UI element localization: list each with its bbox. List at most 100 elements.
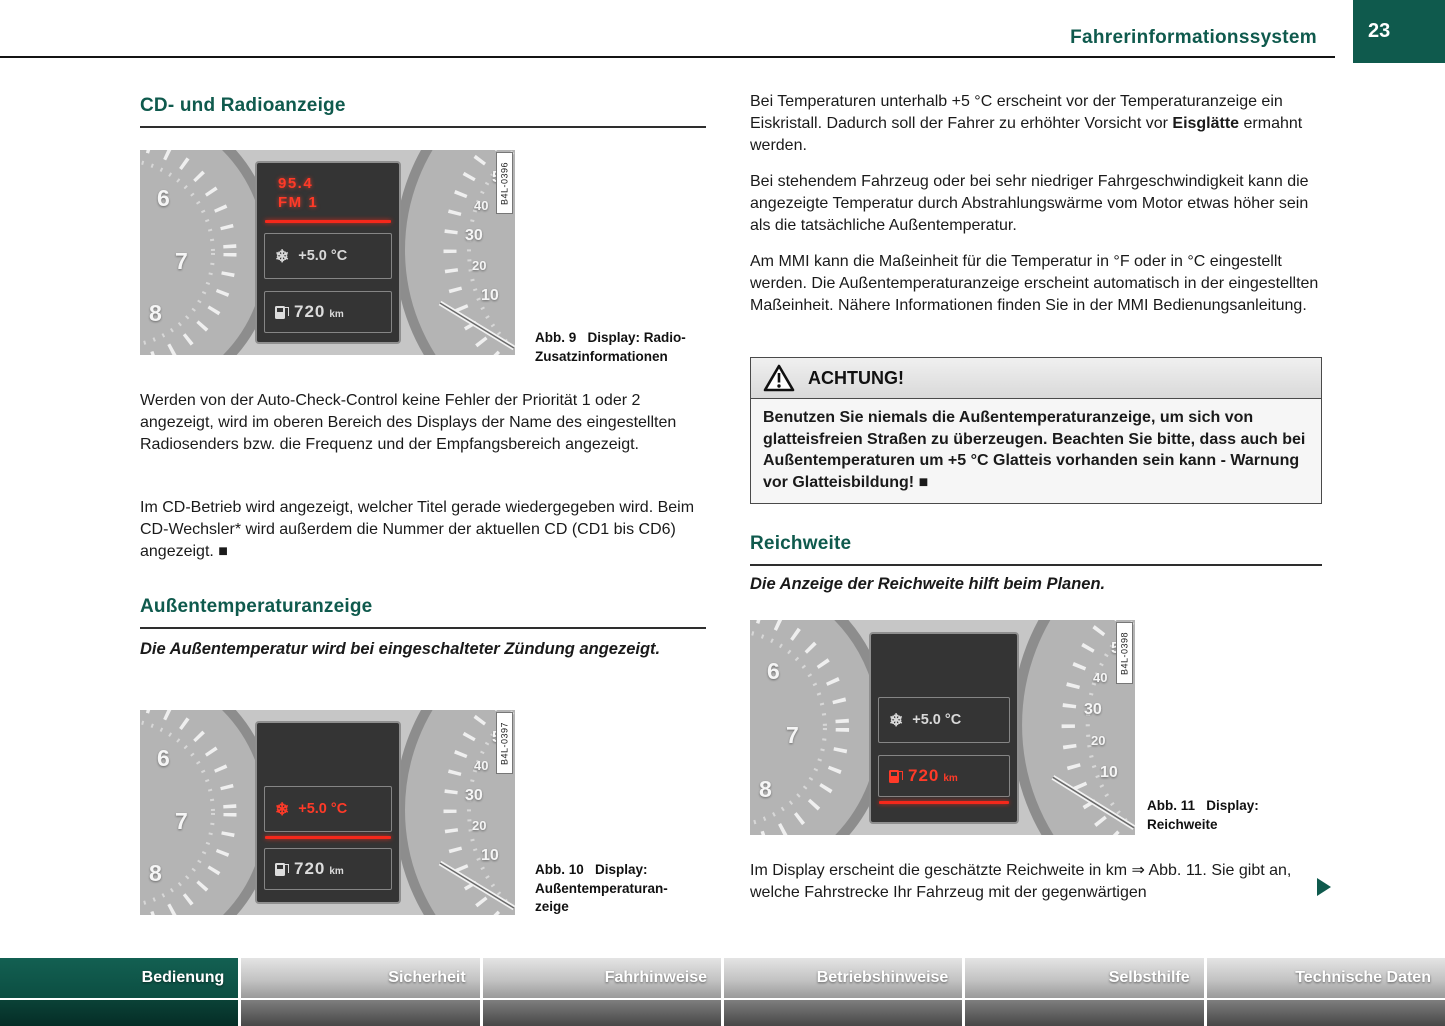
gauge-number: 10 [481, 287, 499, 304]
body-paragraph: Bei Temperaturen unterhalb +5 °C erschei… [750, 91, 1328, 157]
display-range-row: 720 km [264, 291, 392, 333]
gauge-number: 20 [1091, 733, 1106, 748]
footer-tab-base [723, 998, 963, 1026]
figure-caption-abb11: Abb. 11 Display: Reichweite [1147, 798, 1259, 832]
gauge-number: 30 [465, 227, 483, 244]
footer-tab-base [1206, 998, 1445, 1026]
temperature-value: +5.0 °C [912, 712, 962, 728]
fuel-pump-icon [275, 305, 289, 319]
gauge-number: 6 [157, 185, 170, 211]
gauge-number: 7 [175, 808, 188, 834]
footer-tab-fahrhinweise[interactable]: Fahrhinweise [482, 958, 721, 1026]
footer-tab-label: Technische Daten [1295, 969, 1431, 986]
display-empty-row [264, 730, 392, 776]
display-empty-row [878, 641, 1010, 687]
warning-box: ACHTUNG! Benutzen Sie niemals die Außent… [750, 357, 1322, 504]
heading-rule [140, 627, 706, 629]
figure-abb10-cluster-image: 6 7 8 5 40 30 20 10 ❄ +5.0 °C 720 km B4L… [140, 710, 515, 915]
gauge-number: 7 [786, 722, 799, 748]
gauge-number: 6 [767, 658, 780, 684]
fuel-pump-icon [275, 862, 289, 876]
display-temperature-row: ❄ +5.0 °C [264, 233, 392, 279]
footer-tab-base [482, 998, 721, 1026]
heading-reichweite: Reichweite [750, 533, 852, 554]
paragraph-bold-text: Eisglätte [1172, 115, 1240, 132]
header-rule [0, 56, 1335, 58]
footer-tab-base [965, 998, 1204, 1026]
gauge-number: 30 [465, 787, 483, 804]
range-unit: km [943, 773, 958, 784]
page-number: 23 [1368, 20, 1391, 42]
gauge-number: 20 [472, 818, 487, 833]
footer-tab-label: Selbsthilfe [1108, 969, 1190, 986]
gauge-number: 20 [472, 258, 487, 273]
range-unit: km [329, 866, 344, 877]
gauge-number: 6 [157, 745, 170, 771]
figure-caption-abb10: Abb. 10 Display: Außentemperaturan- zeig… [535, 862, 668, 914]
footer-tab-sicherheit[interactable]: Sicherheit [241, 958, 480, 1026]
display-radio-row: 95.4 FM 1 [264, 170, 392, 216]
snowflake-icon: ❄ [275, 799, 290, 819]
figure-code: B4L-0398 [1116, 622, 1133, 684]
heading-rule [140, 126, 706, 128]
body-paragraph: Am MMI kann die Maßeinheit für die Tempe… [750, 253, 1319, 314]
range-value: 720 [908, 766, 940, 785]
gauge-number: 7 [175, 248, 188, 274]
footer-tab-label: Fahrhinweise [604, 969, 707, 986]
temperature-value: +5.0 °C [298, 248, 348, 264]
temperature-value: +5.0 °C [298, 801, 348, 817]
heading-rule [750, 564, 1322, 566]
display-selection-bar [265, 220, 391, 223]
section-intro: Die Anzeige der Reichweite hilft beim Pl… [750, 575, 1106, 593]
warning-header: ACHTUNG! [751, 358, 1321, 399]
paragraph-text: ermahnt werden. [750, 115, 1303, 154]
display-temperature-row: ❄ +5.0 °C [264, 786, 392, 832]
gauge-number: 8 [149, 300, 162, 326]
warning-title: ACHTUNG! [808, 367, 904, 388]
figure-code: B4L-0396 [496, 152, 513, 214]
gauge-number: 10 [1100, 764, 1118, 781]
body-paragraph: Werden von der Auto-Check-Control keine … [140, 392, 677, 453]
warning-triangle-icon [763, 364, 795, 392]
gauge-number: 40 [474, 758, 489, 773]
gauge-number: 40 [474, 198, 489, 213]
figure-abb9-cluster-image: 6 7 8 5 40 30 20 10 95.4 FM 1 ❄ +5.0 °C … [140, 150, 515, 355]
footer-tab-label: Bedienung [141, 969, 225, 986]
footer-tab-selbsthilfe[interactable]: Selbsthilfe [965, 958, 1204, 1026]
figure-code: B4L-0397 [496, 712, 513, 774]
range-value: 720 [294, 302, 326, 321]
radio-station: FM 1 [278, 194, 319, 211]
heading-cd-radioanzeige: CD- und Radioanzeige [140, 95, 346, 116]
gauge-number: 10 [481, 847, 499, 864]
cluster-display: ❄ +5.0 °C 720 km [869, 632, 1019, 824]
snowflake-icon: ❄ [889, 710, 904, 730]
body-paragraph: Bei stehendem Fahrzeug oder bei sehr nie… [750, 173, 1309, 234]
display-selection-bar [879, 801, 1009, 804]
cluster-display: ❄ +5.0 °C 720 km [255, 721, 401, 904]
heading-aussentemperaturanzeige: Außentemperaturanzeige [140, 596, 373, 617]
page-title: Fahrerinformationssystem [1070, 27, 1317, 48]
cluster-display: 95.4 FM 1 ❄ +5.0 °C 720 km [255, 161, 401, 344]
gauge-number: 5 [1111, 641, 1120, 657]
footer-tab-technische-daten[interactable]: Technische Daten [1206, 958, 1445, 1026]
section-intro: Die Außentemperatur wird bei eingeschalt… [140, 640, 661, 658]
warning-body: Benutzen Sie niemals die Außentemperatur… [751, 399, 1321, 503]
snowflake-icon: ❄ [275, 246, 290, 266]
body-paragraph: Im CD-Betrieb wird angezeigt, welcher Ti… [140, 499, 695, 560]
footer-tab-betriebshinweise[interactable]: Betriebshinweise [723, 958, 963, 1026]
gauge-number: 40 [1093, 670, 1108, 685]
gauge-number: 8 [149, 860, 162, 886]
gauge-number: 30 [1084, 701, 1102, 718]
figure-caption-abb9: Abb. 9 Display: Radio- Zusatzinformation… [535, 330, 686, 364]
radio-frequency: 95.4 [278, 175, 314, 192]
paragraph-text: Bei Temperaturen unterhalb +5 °C erschei… [750, 93, 1283, 132]
footer-tab-label: Sicherheit [388, 969, 466, 986]
range-value: 720 [294, 859, 326, 878]
body-paragraph: Im Display erscheint die geschätzte Reic… [750, 862, 1292, 901]
fuel-pump-icon [889, 769, 903, 783]
footer-tab-label: Betriebshinweise [816, 969, 949, 986]
page-number-badge: 23 [1353, 0, 1445, 63]
footer-tab-bedienung[interactable]: Bedienung [0, 958, 239, 1026]
figure-abb11-cluster-image: 6 7 8 5 40 30 20 10 ❄ +5.0 °C 720 km B4L… [750, 620, 1135, 835]
